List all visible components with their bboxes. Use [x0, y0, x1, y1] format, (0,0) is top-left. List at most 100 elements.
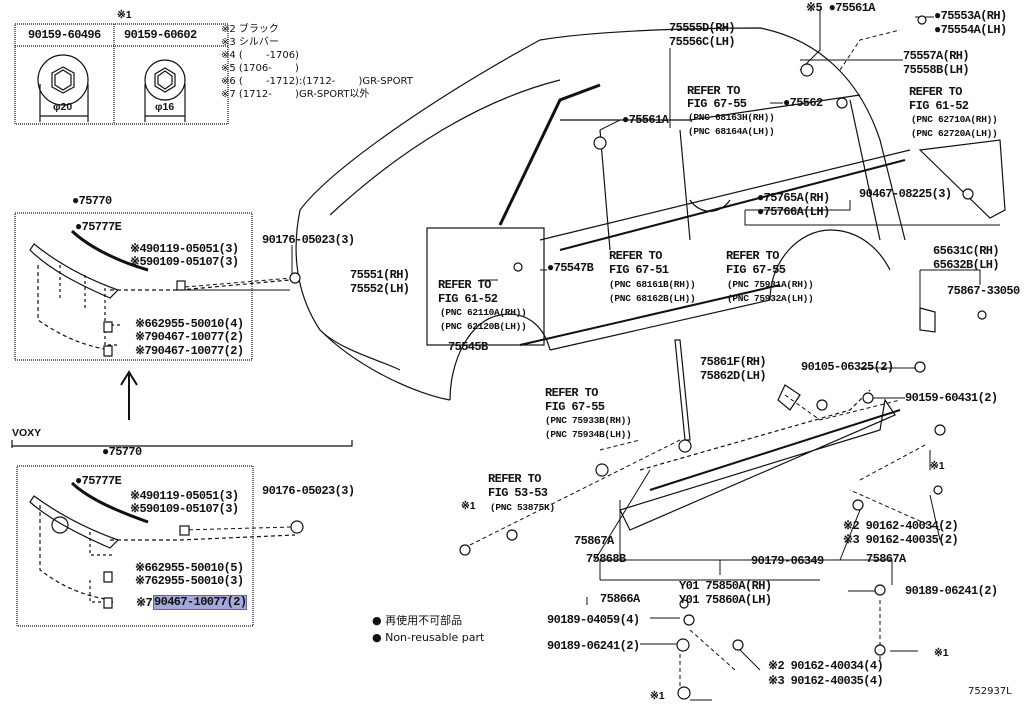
part-callout-p75867a-l[interactable]: 75867A [574, 534, 614, 548]
part-callout-p75766a[interactable]: ●75766A(LH) [757, 205, 830, 219]
part-callout-g1-a[interactable]: ※490119-05051(3) [130, 242, 239, 256]
part-callout-p75554a[interactable]: ●75554A(LH) [934, 23, 1007, 37]
note-mark-g2-e-mark: ※7 [136, 596, 153, 610]
part-callout-p75868b[interactable]: 75868B [586, 552, 626, 566]
part-callout-p90176-b[interactable]: 90176-05023(3) [262, 484, 355, 498]
refer-label-ref2-b[interactable]: FIG 61-52 [909, 99, 969, 113]
part-callout-p75850a[interactable]: Y01 75850A(RH) [679, 579, 772, 593]
part-callout-p90162-2a[interactable]: ※2 90162-40034(2) [843, 519, 959, 533]
part-callout-g1-e[interactable]: ※790467-10077(2) [135, 344, 244, 358]
part-callout-p75861f[interactable]: 75861F(RH) [700, 355, 767, 369]
part-callout-p75561a[interactable]: ●75561A [622, 113, 669, 127]
part-callout-g2-75777e[interactable]: ●75777E [75, 474, 122, 488]
refer-label-ref2-c[interactable]: (PNC 62710A(RH)) [911, 114, 998, 125]
part-callout-p75545b[interactable]: 75545B [448, 340, 488, 354]
part-callout-p75862d[interactable]: 75862D(LH) [700, 369, 767, 383]
refer-label-ref3-b[interactable]: FIG 61-52 [438, 292, 498, 306]
note-4: ※4 ( -1706) [221, 50, 299, 61]
refer-label-ref6-d[interactable]: (PNC 75934B(LH)) [545, 429, 632, 440]
part-callout-p75556c[interactable]: 75556C(LH) [669, 35, 736, 49]
note-mark-n1-c: ※1 [934, 647, 949, 659]
note-2: ※2 ブラック [221, 24, 279, 35]
part-callout-p75561a-top[interactable]: ※5 ●75561A [806, 1, 875, 15]
part-callout-p75555d[interactable]: 75555D(RH) [669, 21, 736, 35]
refer-label-ref5-a[interactable]: REFER TO [726, 249, 779, 263]
part-callout-g2-75770[interactable]: ●75770 [102, 445, 142, 459]
part-callout-p90176-a[interactable]: 90176-05023(3) [262, 233, 355, 247]
part-callout-p75558b[interactable]: 75558B(LH) [903, 63, 970, 77]
refer-label-ref2-d[interactable]: (PNC 62720A(LH)) [911, 128, 998, 139]
part-callout-p65631c[interactable]: 65631C(RH) [933, 244, 1000, 258]
cap-part-90159-60602[interactable]: 90159-60602 [124, 28, 197, 42]
part-callout-p90162-2b[interactable]: ※2 90162-40034(4) [768, 659, 884, 673]
part-callout-p90189-04059[interactable]: 90189-04059(4) [547, 613, 640, 627]
grille-drawing [29, 229, 296, 603]
diagram-id: 752937L [968, 686, 1012, 697]
leader-lines [180, 9, 1000, 701]
part-callout-g1-b[interactable]: ※590109-05107(3) [130, 255, 239, 269]
part-callout-p75562[interactable]: ●75562 [783, 96, 823, 110]
part-callout-p90467-08225[interactable]: 90467-08225(3) [859, 187, 952, 201]
refer-label-ref6-c[interactable]: (PNC 75933B(RH)) [545, 415, 632, 426]
note-mark-voxy: VOXY [12, 427, 42, 439]
part-callout-g2-a[interactable]: ※490119-05051(3) [130, 489, 239, 503]
part-callout-g2-e[interactable]: 90467-10077(2) [152, 595, 248, 610]
refer-label-ref5-b[interactable]: FIG 67-55 [726, 263, 786, 277]
part-callout-p90189-06241-r[interactable]: 90189-06241(2) [905, 584, 998, 598]
arrow-up-icon [120, 370, 138, 420]
part-callout-g2-c[interactable]: ※662955-50010(5) [135, 561, 244, 575]
part-callout-p75867a-r[interactable]: 75867A [866, 552, 906, 566]
refer-label-ref2-a[interactable]: REFER TO [909, 85, 962, 99]
refer-label-ref1-d[interactable]: (PNC 68164A(LH)) [688, 126, 775, 137]
part-callout-p75765a[interactable]: ●75765A(RH) [757, 191, 830, 205]
part-callout-p90162-3b[interactable]: ※3 90162-40035(4) [768, 674, 884, 688]
note-mark-n1-b: ※1 [461, 500, 476, 512]
part-callout-p75551[interactable]: 75551(RH) [350, 268, 410, 282]
cap-part-90159-60496[interactable]: 90159-60496 [28, 28, 101, 42]
part-callout-p75557a[interactable]: 75557A(RH) [903, 49, 970, 63]
refer-label-ref3-c[interactable]: (PNC 62110A(RH)) [440, 307, 527, 318]
part-callout-p75860a[interactable]: Y01 75860A(LH) [679, 593, 772, 607]
part-callout-g2-b[interactable]: ※590109-05107(3) [130, 502, 239, 516]
refer-label-ref6-a[interactable]: REFER TO [545, 386, 598, 400]
part-callout-p90105[interactable]: 90105-06325(2) [801, 360, 894, 374]
part-callout-p75552[interactable]: 75552(LH) [350, 282, 410, 296]
refer-label-ref5-d[interactable]: (PNC 75932A(LH)) [727, 293, 814, 304]
cap-dim-16: φ16 [155, 101, 175, 113]
vehicle-body-outline [295, 27, 1006, 401]
part-callout-p75866a[interactable]: 75866A [600, 592, 640, 606]
part-callout-p90179[interactable]: 90179-06349 [751, 554, 824, 568]
part-callout-p75867-33050[interactable]: 75867-33050 [947, 284, 1020, 298]
cap-table-note-mark: ※1 [117, 9, 132, 21]
part-callout-g1-c[interactable]: ※662955-50010(4) [135, 317, 244, 331]
refer-label-ref7-a[interactable]: REFER TO [488, 472, 541, 486]
refer-label-ref4-a[interactable]: REFER TO [609, 249, 662, 263]
refer-label-ref3-d[interactable]: (PNC 62120B(LH)) [440, 321, 527, 332]
part-callout-p65632b[interactable]: 65632B(LH) [933, 258, 1000, 272]
note-mark-n1-a: ※1 [930, 460, 945, 472]
refer-label-ref1-b[interactable]: FIG 67-55 [687, 97, 747, 111]
part-callout-g1-75770[interactable]: ●75770 [72, 194, 112, 208]
refer-label-ref1-c[interactable]: (PNC 68163H(RH)) [688, 112, 775, 123]
refer-label-ref4-c[interactable]: (PNC 68161B(RH)) [609, 279, 696, 290]
part-callout-p90189-06241-l[interactable]: 90189-06241(2) [547, 639, 640, 653]
refer-label-ref4-b[interactable]: FIG 67-51 [609, 263, 669, 277]
refer-label-ref1-a[interactable]: REFER TO [687, 84, 740, 98]
note-3: ※3 シルバー [221, 37, 279, 48]
voxy-bracket [11, 440, 353, 448]
part-callout-g1-d[interactable]: ※790467-10077(2) [135, 330, 244, 344]
part-callout-p90162-3a[interactable]: ※3 90162-40035(2) [843, 533, 959, 547]
refer-label-ref5-c[interactable]: (PNC 75931A(RH)) [727, 279, 814, 290]
part-callout-g1-75777e[interactable]: ●75777E [75, 220, 122, 234]
fastener-icons [103, 15, 987, 700]
refer-label-ref6-b[interactable]: FIG 67-55 [545, 400, 605, 414]
part-callout-p75553a[interactable]: ●75553A(RH) [934, 9, 1007, 23]
refer-label-ref7-c[interactable]: (PNC 53875K) [490, 502, 555, 513]
refer-label-ref7-b[interactable]: FIG 53-53 [488, 486, 548, 500]
part-callout-p90159-60431[interactable]: 90159-60431(2) [905, 391, 998, 405]
cap-dim-20: φ20 [53, 101, 73, 113]
part-callout-g2-d[interactable]: ※762955-50010(3) [135, 574, 244, 588]
refer-label-ref4-d[interactable]: (PNC 68162B(LH)) [609, 293, 696, 304]
refer-label-ref3-a[interactable]: REFER TO [438, 278, 491, 292]
part-callout-p75547b[interactable]: ●75547B [547, 261, 594, 275]
